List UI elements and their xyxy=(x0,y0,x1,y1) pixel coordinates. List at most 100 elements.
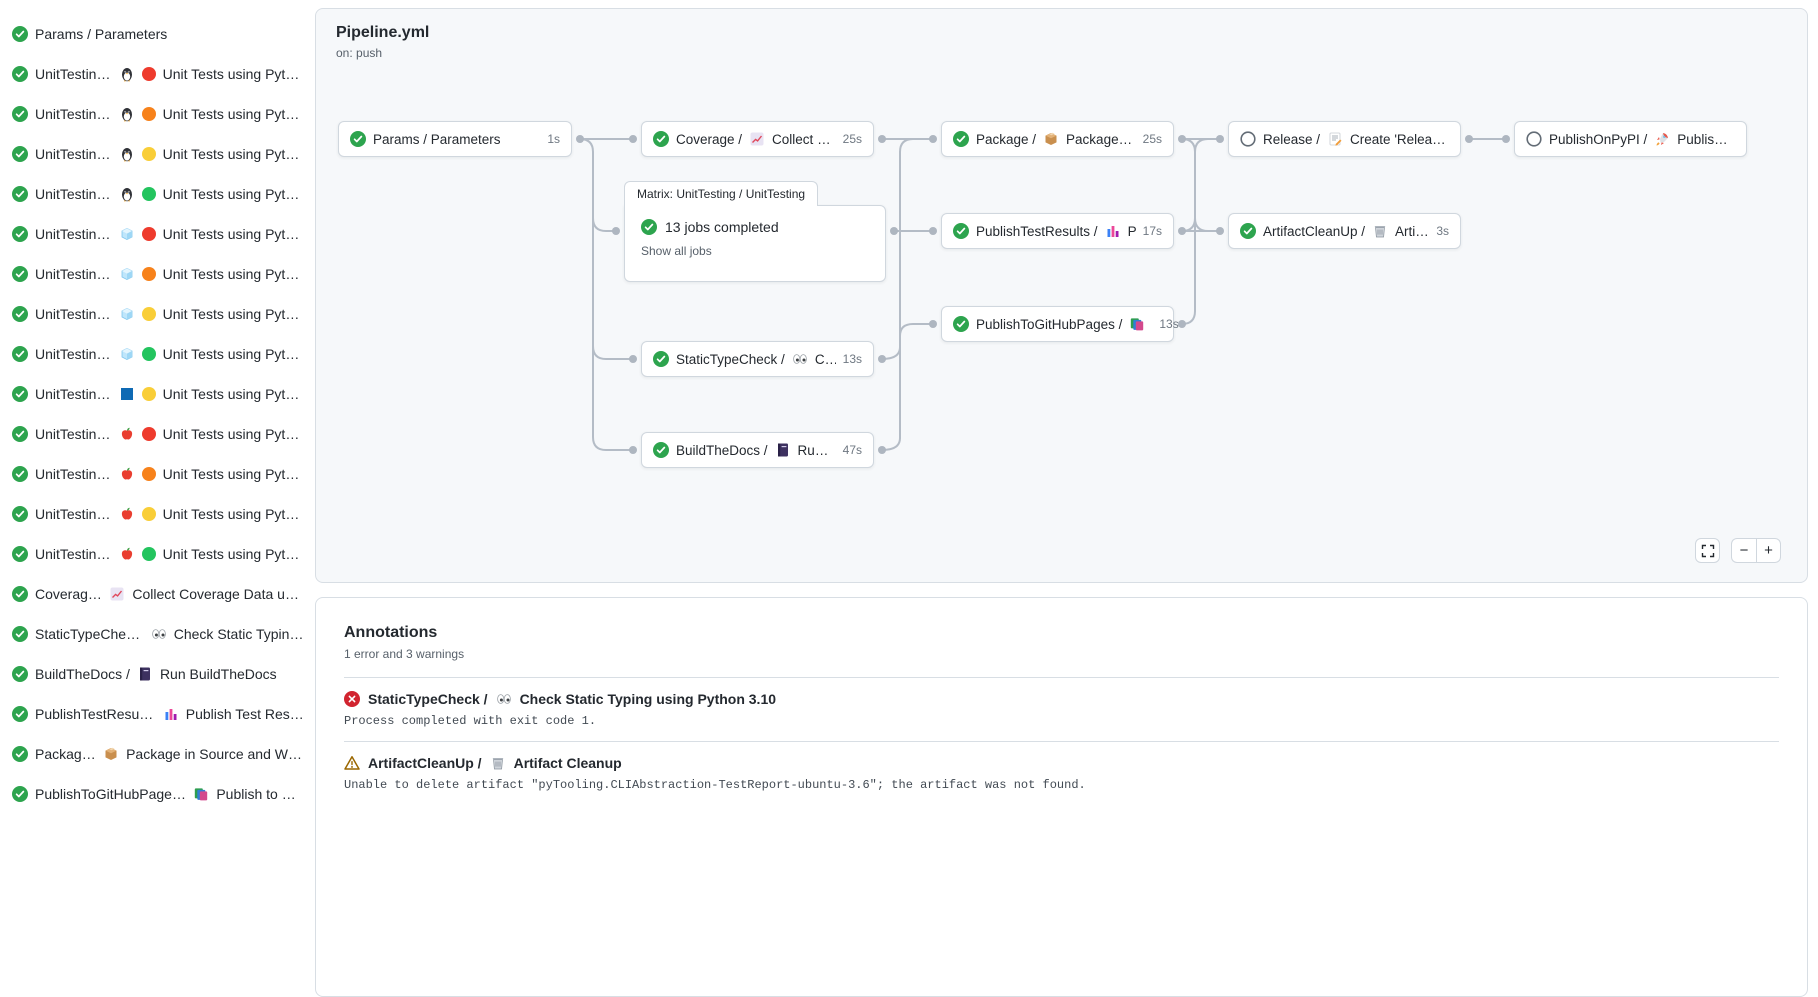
sidebar-item-7[interactable]: UnitTesting /Unit Tests using Pyth... xyxy=(0,294,312,334)
annotation-title-link[interactable]: ArtifactCleanUp /Artifact Cleanup xyxy=(344,755,1779,771)
rocket-icon xyxy=(1654,131,1670,147)
workflow-trigger: on: push xyxy=(336,46,383,60)
sidebar-item-14[interactable]: Coverage /Collect Coverage Data usi... xyxy=(0,574,312,614)
yellow-circle xyxy=(141,147,156,161)
sidebar-item-8[interactable]: UnitTesting /Unit Tests using Pyth... xyxy=(0,334,312,374)
show-all-jobs-link[interactable]: Show all jobs xyxy=(641,244,712,258)
node-step-name: Chec... xyxy=(814,351,836,367)
graph-node-publishtogithubpages[interactable]: PublishToGitHubPages /...13s xyxy=(941,306,1179,342)
job-step: Run BuildTheDocs xyxy=(159,666,277,682)
yellow-circle xyxy=(141,387,156,401)
job-name: BuildTheDocs / xyxy=(35,666,130,682)
sidebar-item-5[interactable]: UnitTesting /Unit Tests using Pyth... xyxy=(0,214,312,254)
success-icon xyxy=(12,466,28,482)
sidebar-item-18[interactable]: Package /Package in Source and Wh... xyxy=(0,734,312,774)
fullscreen-button[interactable] xyxy=(1695,538,1720,563)
success-icon xyxy=(12,626,28,642)
success-icon xyxy=(653,351,669,367)
job-name: UnitTesting / xyxy=(35,466,112,482)
graph-node-statictypecheck[interactable]: StaticTypeCheck /Chec...13s xyxy=(641,341,874,377)
job-name: UnitTesting / xyxy=(35,546,112,562)
apple-icon xyxy=(119,426,135,442)
apple-icon xyxy=(119,466,135,482)
sidebar-item-4[interactable]: UnitTesting /Unit Tests using Pyth... xyxy=(0,174,312,214)
job-name: UnitTesting / xyxy=(35,66,112,82)
node-job-name: BuildTheDocs / xyxy=(676,442,768,458)
sidebar-item-6[interactable]: UnitTesting /Unit Tests using Pyth... xyxy=(0,254,312,294)
job-step: Unit Tests using Pyth... xyxy=(162,466,304,482)
node-duration: 47s xyxy=(842,443,862,457)
job-step: Publish to G... xyxy=(216,786,304,802)
bar-chart-icon xyxy=(163,706,179,722)
success-icon xyxy=(12,186,28,202)
eyes-icon xyxy=(151,626,167,642)
node-duration: 1s xyxy=(547,132,560,146)
sidebar-item-12[interactable]: UnitTesting /Unit Tests using Pyth... xyxy=(0,494,312,534)
graph-node-artifactcleanup[interactable]: ArtifactCleanUp /Artifac...3s xyxy=(1228,213,1461,249)
node-step-name: Run Buil... xyxy=(797,442,836,458)
matrix-group-box[interactable]: 13 jobs completed Show all jobs xyxy=(624,205,886,282)
memo-icon xyxy=(1327,131,1343,147)
success-icon xyxy=(12,706,28,722)
chart-increasing-icon xyxy=(109,586,125,602)
job-step: Publish Test Resu... xyxy=(185,706,304,722)
sidebar-item-17[interactable]: PublishTestResults /Publish Test Resu... xyxy=(0,694,312,734)
success-icon xyxy=(12,146,28,162)
annotations-summary: 1 error and 3 warnings xyxy=(344,647,465,661)
graph-node-release[interactable]: Release /Create 'Release P... xyxy=(1228,121,1461,157)
sidebar-item-19[interactable]: PublishToGitHubPages /Publish to G... xyxy=(0,774,312,814)
sidebar-item-13[interactable]: UnitTesting /Unit Tests using Pyth... xyxy=(0,534,312,574)
job-name: UnitTesting / xyxy=(35,306,112,322)
success-icon xyxy=(12,66,28,82)
sidebar-item-10[interactable]: UnitTesting /Unit Tests using Pyth... xyxy=(0,414,312,454)
bar-chart-icon xyxy=(1105,223,1121,239)
node-duration: 25s xyxy=(1142,132,1162,146)
sidebar-item-11[interactable]: UnitTesting / Unit Tests using Pyth... xyxy=(0,454,312,494)
penguin-icon xyxy=(119,186,135,202)
error-icon xyxy=(344,691,360,707)
sidebar-item-16[interactable]: BuildTheDocs / Run BuildTheDocs xyxy=(0,654,312,694)
zoom-in-button[interactable]: + xyxy=(1756,538,1781,563)
graph-node-package[interactable]: Package /Package in So...25s xyxy=(941,121,1174,157)
orange-circle xyxy=(141,467,156,481)
success-icon xyxy=(12,346,28,362)
wastebasket-icon xyxy=(1372,223,1388,239)
skipped-icon xyxy=(1240,131,1256,147)
graph-node-publishonpypi[interactable]: PublishOnPyPI /Publish to ... xyxy=(1514,121,1747,157)
graph-node-buildthedocs[interactable]: BuildTheDocs / Run Buil... 47s xyxy=(641,432,874,468)
sidebar-item-9[interactable]: UnitTesting /Unit Tests using Pyth... xyxy=(0,374,312,414)
success-icon xyxy=(953,316,969,332)
graph-node-publishtestresults[interactable]: PublishTestResults /Pu...17s xyxy=(941,213,1174,249)
penguin-icon xyxy=(119,66,135,82)
node-job-name: StaticTypeCheck / xyxy=(676,351,785,367)
sidebar-item-0[interactable]: Params / Parameters xyxy=(0,14,312,54)
sidebar-item-2[interactable]: UnitTesting /Unit Tests using Pyth... xyxy=(0,94,312,134)
sidebar-item-3[interactable]: UnitTesting /Unit Tests using Pyth... xyxy=(0,134,312,174)
annotation-title-link[interactable]: StaticTypeCheck /Check Static Typing usi… xyxy=(344,691,1779,707)
job-name: Coverage / xyxy=(35,586,103,602)
job-step: Unit Tests using Pyth... xyxy=(162,426,304,442)
graph-controls: − + xyxy=(1695,538,1781,563)
node-step-name: Create 'Release P... xyxy=(1350,131,1449,147)
sidebar-item-1[interactable]: UnitTesting /Unit Tests using Pyth... xyxy=(0,54,312,94)
graph-node-coverage[interactable]: Coverage /Collect Cove...25s xyxy=(641,121,874,157)
actions-run-page: { "colors": { "success": "#2da44e", "ski… xyxy=(0,8,1808,997)
zoom-out-button[interactable]: − xyxy=(1731,538,1756,563)
annotations-list: StaticTypeCheck /Check Static Typing usi… xyxy=(344,677,1779,805)
job-name: UnitTesting / xyxy=(35,226,112,242)
job-name: StaticTypeCheck / xyxy=(35,626,144,642)
skipped-icon xyxy=(1526,131,1542,147)
job-name: UnitTesting / xyxy=(35,106,112,122)
success-icon xyxy=(12,26,28,42)
job-name: Package / xyxy=(35,746,97,762)
job-step: Unit Tests using Pyth... xyxy=(162,146,304,162)
matrix-group-label: Matrix: UnitTesting / UnitTesting xyxy=(624,181,819,206)
node-job-name: Package / xyxy=(976,131,1037,147)
yellow-circle xyxy=(141,307,156,321)
sidebar-item-15[interactable]: StaticTypeCheck /Check Static Typing... xyxy=(0,614,312,654)
success-icon xyxy=(12,746,28,762)
job-step: Unit Tests using Pyth... xyxy=(162,386,304,402)
annotation-error: StaticTypeCheck /Check Static Typing usi… xyxy=(344,677,1779,741)
green-circle xyxy=(141,347,156,361)
